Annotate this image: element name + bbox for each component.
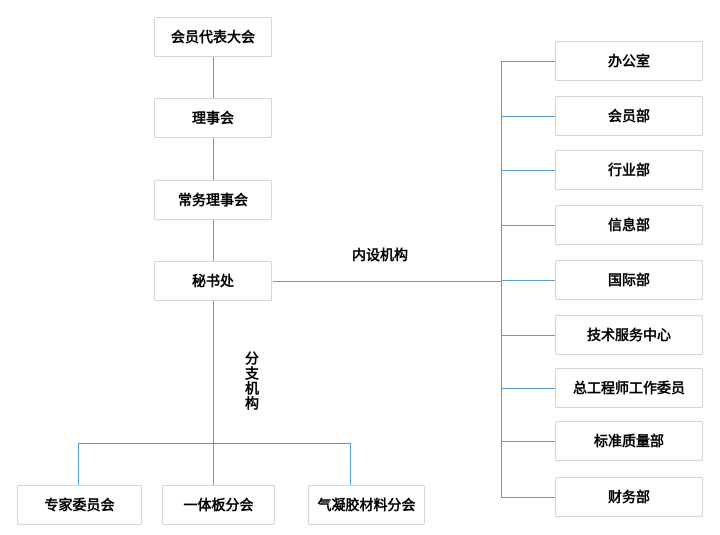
node-label: 一体板分会 <box>183 497 254 513</box>
node-label: 秘书处 <box>192 273 234 289</box>
node-label: 会员部 <box>608 108 650 124</box>
node-secretariat: 秘书处 <box>154 261 272 301</box>
connector-line <box>213 301 214 486</box>
node-label: 信息部 <box>608 217 650 233</box>
connector-line <box>501 441 555 442</box>
connector-line <box>501 116 555 117</box>
connector-line <box>501 225 555 226</box>
connector-line <box>501 280 555 281</box>
label-branch-organs: 分支机构 <box>244 351 260 411</box>
dept-membership: 会员部 <box>555 96 703 136</box>
connector-line <box>501 61 502 497</box>
branch-expert-committee: 专家委员会 <box>17 485 142 525</box>
connector-line <box>78 443 79 486</box>
connector-line <box>501 335 555 336</box>
node-label: 常务理事会 <box>178 192 248 208</box>
node-label: 气凝胶材料分会 <box>317 497 416 513</box>
dept-standards-quality: 标准质量部 <box>555 421 703 461</box>
node-label: 专家委员会 <box>44 497 115 513</box>
dept-office: 办公室 <box>555 41 703 81</box>
connector-line <box>501 61 555 62</box>
connector-line <box>501 170 555 171</box>
connector-line <box>213 57 214 98</box>
node-council: 理事会 <box>154 98 272 138</box>
label-internal-organs: 内设机构 <box>352 247 408 263</box>
node-label: 理事会 <box>192 110 234 126</box>
node-label: 财务部 <box>608 489 650 505</box>
connector-line <box>350 443 351 486</box>
branch-integrated-panel: 一体板分会 <box>162 485 275 525</box>
connector-line <box>273 281 501 282</box>
dept-finance: 财务部 <box>555 477 703 517</box>
connector-line <box>213 220 214 261</box>
node-label: 技术服务中心 <box>587 327 671 343</box>
dept-tech-service-center: 技术服务中心 <box>555 315 703 355</box>
dept-international: 国际部 <box>555 260 703 300</box>
dept-industry: 行业部 <box>555 150 703 190</box>
node-standing-council: 常务理事会 <box>154 180 272 220</box>
connector-line <box>501 497 555 498</box>
connector-line <box>213 138 214 180</box>
branch-aerogel-materials: 气凝胶材料分会 <box>308 485 425 525</box>
connector-line <box>501 388 555 389</box>
node-label: 办公室 <box>608 53 650 69</box>
node-label: 会员代表大会 <box>171 29 255 45</box>
dept-chief-engineer-committee: 总工程师工作委员 <box>555 368 703 408</box>
node-members-assembly: 会员代表大会 <box>154 17 272 57</box>
dept-information: 信息部 <box>555 205 703 245</box>
connector-line <box>78 443 350 444</box>
node-label: 行业部 <box>608 162 650 178</box>
node-label: 标准质量部 <box>594 433 664 449</box>
node-label: 国际部 <box>608 272 650 288</box>
node-label: 总工程师工作委员 <box>573 380 685 396</box>
